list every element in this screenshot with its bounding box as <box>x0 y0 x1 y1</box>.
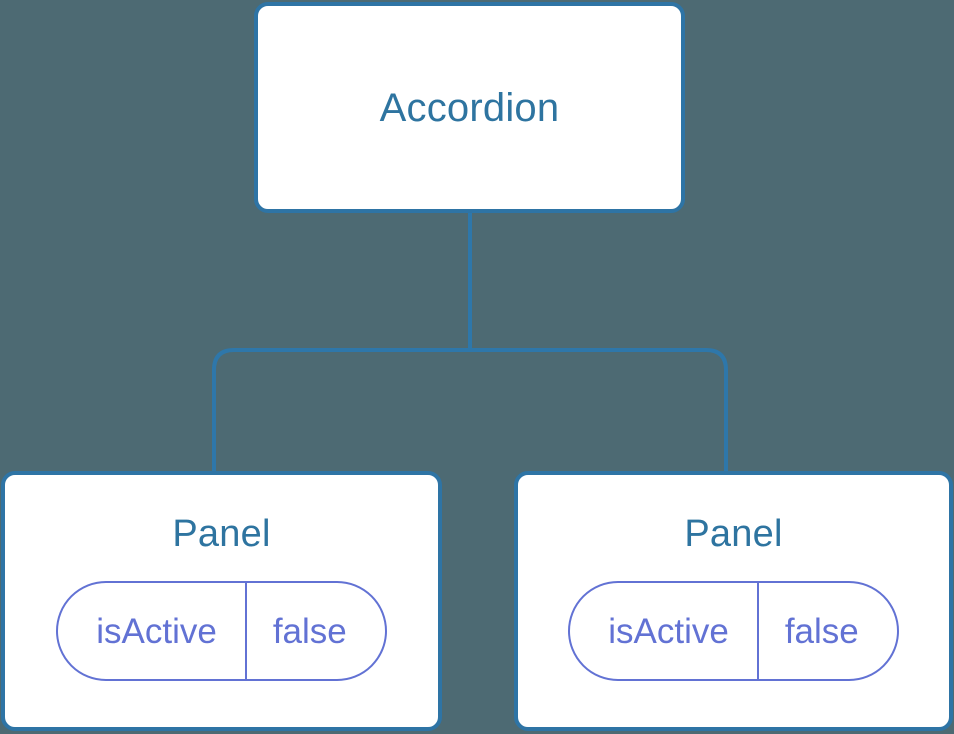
node-panel-right-title: Panel <box>684 513 783 555</box>
node-panel-right[interactable]: Panel isActive false <box>514 471 953 731</box>
prop-key-isactive-left: isActive <box>58 583 247 679</box>
node-panel-left-title: Panel <box>172 513 271 555</box>
prop-value-isactive-right: false <box>784 611 859 651</box>
prop-pill-isactive-right[interactable]: isActive false <box>568 581 899 681</box>
connector-branch-to-panel-left <box>212 348 470 475</box>
node-accordion-title: Accordion <box>379 85 560 130</box>
connector-branch-to-panel-right <box>470 348 728 475</box>
node-panel-left[interactable]: Panel isActive false <box>1 471 442 731</box>
prop-pill-isactive-left[interactable]: isActive false <box>56 581 387 681</box>
node-accordion[interactable]: Accordion <box>254 2 685 213</box>
prop-value-isactive-left: false <box>272 611 347 651</box>
prop-key-isactive-right: isActive <box>570 583 759 679</box>
